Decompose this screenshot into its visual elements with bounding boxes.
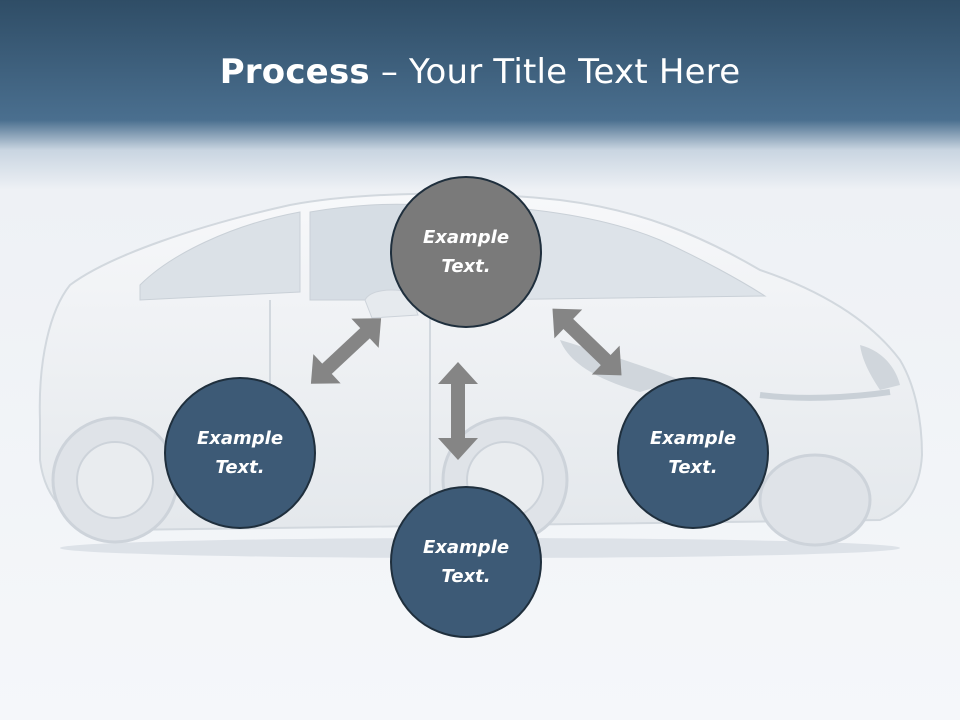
arrow-top-left	[310, 318, 382, 384]
node-right-line2: Text.	[668, 457, 718, 478]
node-left-line1: Example	[196, 428, 284, 449]
title-rest: – Your Title Text Here	[369, 52, 741, 92]
process-node-top[interactable]: Example Text.	[390, 176, 542, 328]
process-node-bottom[interactable]: Example Text.	[390, 486, 542, 638]
process-node-right[interactable]: Example Text.	[617, 377, 769, 529]
arrow-top-right	[552, 308, 622, 376]
process-node-left[interactable]: Example Text.	[164, 377, 316, 529]
slide-title: Process – Your Title Text Here	[0, 52, 960, 92]
node-top-line2: Text.	[441, 256, 491, 277]
arrow-vertical	[438, 362, 478, 460]
node-bottom-line2: Text.	[441, 566, 491, 587]
title-bold: Process	[219, 52, 370, 92]
node-bottom-line1: Example	[422, 537, 510, 558]
node-top-line1: Example	[422, 227, 510, 248]
node-right-line1: Example	[649, 428, 737, 449]
node-left-line2: Text.	[215, 457, 265, 478]
